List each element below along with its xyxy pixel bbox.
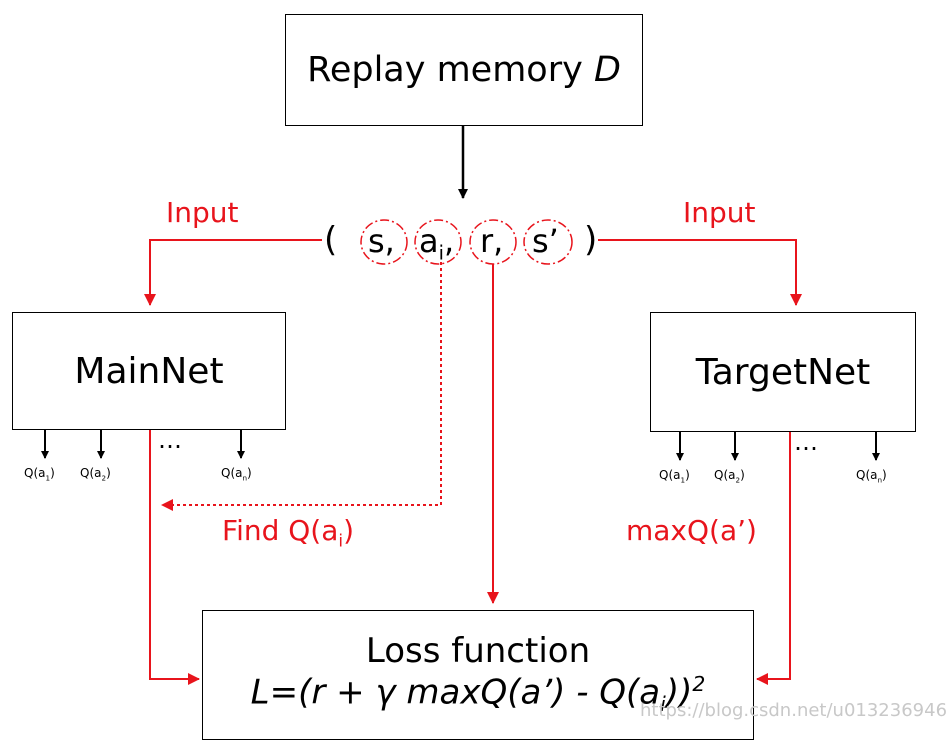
tuple-r: r,	[480, 222, 504, 260]
targetnet-q-a2: Q(a2)	[714, 468, 745, 484]
find-q-label: Find Q(ai)	[222, 514, 354, 551]
q-post: )	[247, 466, 252, 480]
tuple-a-letter: a	[419, 222, 439, 260]
loss-function-title: Loss function	[365, 631, 591, 671]
targetnet-label: TargetNet	[695, 351, 871, 393]
q-sub: 2	[101, 473, 107, 483]
targetnet-ellipsis: …	[794, 428, 818, 456]
q-pre: Q(a	[659, 468, 681, 482]
replay-memory-symbol: D	[593, 50, 621, 90]
q-sub: 1	[45, 473, 51, 483]
loss-formula-sup: 2	[692, 671, 706, 696]
tuple-r-circle	[469, 219, 517, 265]
targetnet-q-an: Q(an)	[856, 468, 887, 484]
tuple-s: s,	[368, 222, 395, 260]
input-right-arrow	[598, 239, 802, 306]
mainnet-label: MainNet	[74, 350, 224, 392]
input-left-arrow	[144, 239, 322, 306]
tuple-a-comma: ,	[443, 222, 455, 260]
dqn-diagram: Replay memory D MainNet TargetNet Loss f…	[12, 14, 947, 740]
tuple-a-circle	[414, 219, 462, 265]
q-sub: 1	[680, 475, 686, 485]
targetnet-to-loss-arrow	[756, 430, 791, 685]
watermark: https://blog.csdn.net/u013236946	[640, 700, 947, 721]
replay-memory-label: Replay memory	[307, 50, 594, 90]
find-q-prefix: Find Q(a	[222, 514, 339, 547]
q-post: )	[685, 468, 690, 482]
tuple-a-sub: i	[438, 241, 444, 265]
find-q-suffix: )	[343, 514, 354, 547]
tuple-s-prime: s’	[532, 222, 559, 260]
tuple-open-paren: (	[324, 220, 338, 260]
q-sub: n	[242, 473, 248, 483]
q-sub: n	[877, 475, 883, 485]
replay-memory-box: Replay memory D	[285, 14, 643, 126]
q-post: )	[740, 468, 745, 482]
mainnet-q-a1: Q(a1)	[24, 466, 55, 482]
mainnet-ellipsis: …	[158, 426, 182, 454]
q-pre: Q(a	[856, 468, 878, 482]
mainnet-q-a2: Q(a2)	[80, 466, 111, 482]
input-right-label: Input	[683, 196, 756, 229]
mainnet-box: MainNet	[12, 312, 286, 430]
find-q-dotted-arrow	[161, 262, 442, 511]
tuple-s-circle	[360, 219, 408, 265]
find-q-sub: i	[338, 530, 344, 551]
q-pre: Q(a	[221, 466, 243, 480]
targetnet-box: TargetNet	[650, 312, 916, 432]
loss-formula-prefix: L=(r + γ maxQ(a’) - Q(a	[250, 672, 661, 713]
q-post: )	[882, 468, 887, 482]
loss-formula-suffix: ))	[665, 672, 693, 713]
mainnet-q-an: Q(an)	[221, 466, 252, 482]
q-pre: Q(a	[80, 466, 102, 480]
input-left-label: Input	[166, 196, 239, 229]
loss-formula-sub: i	[660, 691, 666, 716]
q-sub: 2	[735, 475, 741, 485]
q-pre: Q(a	[714, 468, 736, 482]
tuple-sprime-circle	[523, 219, 573, 265]
q-post: )	[106, 466, 111, 480]
connector-layer	[41, 126, 880, 685]
mainnet-to-loss-arrow	[149, 426, 200, 685]
q-post: )	[50, 466, 55, 480]
max-q-label: maxQ(a’)	[626, 514, 757, 547]
targetnet-q-a1: Q(a1)	[659, 468, 690, 484]
tuple-a: ai,	[419, 222, 454, 264]
q-pre: Q(a	[24, 466, 46, 480]
loss-formula: L=(r + γ maxQ(a’) - Q(ai))2	[251, 672, 706, 717]
loss-function-box: Loss function L=(r + γ maxQ(a’) - Q(ai))…	[202, 610, 754, 740]
tuple-close-paren: )	[584, 220, 598, 260]
